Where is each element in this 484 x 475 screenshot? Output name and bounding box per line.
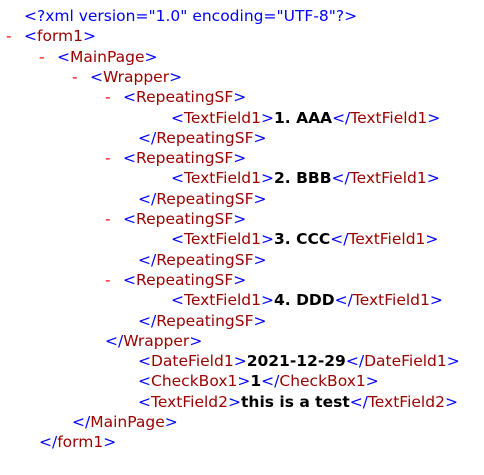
xml-text-value: 1. AAA [274,108,333,127]
xml-tag-name: MainPage [90,413,165,431]
xml-tag-name: TextField1 [184,108,261,127]
xml-tag-name: TextField1 [349,169,427,188]
xml-text-value: 3. CCC [274,230,331,249]
xml-tag-name: Wrapper [123,331,190,350]
xml-tag-name: RepeatingSF [136,88,234,107]
xml-tag-name: CheckBox1 [151,372,238,391]
xml-tag-name: form1 [37,27,84,46]
xml-tag-name: RepeatingSF [136,149,234,168]
collapse-toggle-icon[interactable]: - [72,67,78,86]
xml-tag-name: TextField1 [350,108,428,127]
xml-tag-name: Wrapper [103,67,170,86]
xml-tag-name: TextField1 [184,169,261,188]
xml-declaration: <?xml version="1.0" encoding="UTF-8"?> [24,7,358,25]
collapse-toggle-icon[interactable]: - [6,27,12,46]
xml-tag-name: MainPage [70,47,145,66]
xml-tag-name: TextField1 [348,230,426,249]
collapse-toggle-icon[interactable]: - [39,47,45,66]
xml-tag-name: RepeatingSF [136,270,234,289]
xml-tag-name: TextField2 [151,392,228,411]
xml-text-value: 2. BBB [274,169,332,188]
collapse-toggle-icon[interactable]: - [105,88,111,107]
xml-tag-name: RepeatingSF [156,189,254,208]
xml-tag-name: RepeatingSF [156,128,254,147]
xml-text-value: 2021-12-29 [246,352,346,371]
xml-tag-name: TextField1 [184,291,261,310]
xml-text-value: 1 [250,372,262,391]
xml-tag-name: RepeatingSF [136,210,234,228]
xml-tag-name: TextField1 [352,291,430,310]
xml-tag-name: RepeatingSF [156,311,254,330]
xml-tag-name: form1 [57,433,104,452]
xml-tag-name: TextField1 [184,230,261,249]
xml-tag-name: RepeatingSF [156,250,254,269]
xml-tag-name: CheckBox1 [279,372,366,391]
xml-tag-name: DateField1 [151,352,234,371]
xml-text-value: this is a test [241,392,350,411]
xml-text-value: 4. DDD [274,291,335,310]
collapse-toggle-icon[interactable]: - [105,270,111,289]
collapse-toggle-icon[interactable]: - [105,149,111,168]
xml-tag-name: DateField1 [364,352,447,371]
xml-tag-name: TextField2 [367,392,445,411]
collapse-toggle-icon[interactable]: - [105,210,111,228]
